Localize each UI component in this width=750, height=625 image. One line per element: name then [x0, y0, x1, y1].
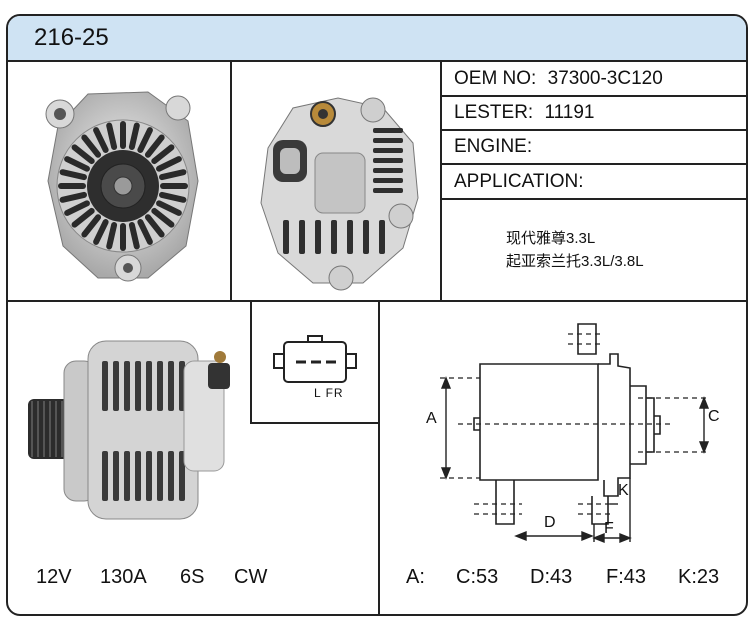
- divider-connector-left: [250, 300, 252, 422]
- engine-label: ENGINE:: [454, 136, 533, 157]
- oem-row: OEM NO: 37300-3C120: [454, 68, 663, 90]
- divider-middle: [8, 300, 746, 302]
- alternator-front-photo: [45, 91, 199, 282]
- dim-label-k: K: [618, 482, 629, 499]
- divider-info: [440, 60, 442, 300]
- spec-amperage: 130A: [100, 566, 147, 588]
- dimension-drawing: [440, 323, 710, 544]
- lester-label: LESTER:: [454, 102, 534, 123]
- oem-value: 37300-3C120: [547, 68, 663, 89]
- divider-application: [440, 198, 746, 200]
- header-bar: 216-25: [8, 16, 746, 62]
- part-code: 216-25: [34, 24, 109, 51]
- application-item: 起亚索兰托3.3L/3.8L: [506, 253, 644, 270]
- dim-value-c: C:53: [456, 566, 499, 588]
- connector-label: L FR: [314, 386, 344, 400]
- spec-pulley: 6S: [180, 566, 205, 588]
- connector-diagram: [273, 335, 357, 383]
- lester-value: 11191: [544, 102, 595, 123]
- dim-label-c: C: [708, 408, 720, 425]
- dim-label-d: D: [544, 514, 556, 531]
- engine-row: ENGINE:: [454, 136, 532, 158]
- dim-value-f: F:43: [606, 566, 647, 588]
- spec-voltage: 12V: [36, 566, 72, 588]
- divider-photo-1: [230, 60, 232, 300]
- application-row: APPLICATION:: [454, 171, 584, 193]
- alternator-side-photo: [28, 340, 230, 520]
- divider-drawing: [378, 300, 380, 614]
- application-item: 现代雅尊3.3L: [506, 230, 596, 247]
- dim-value-a: A:: [406, 566, 425, 588]
- divider-engine: [440, 163, 746, 165]
- divider-connector-bottom: [250, 422, 378, 424]
- spec-sheet: 216-25 OEM NO: 37300-3C120 LESTER: 11191…: [6, 14, 748, 616]
- alternator-rear-photo: [260, 97, 419, 291]
- divider-oem: [440, 95, 746, 97]
- lester-row: LESTER: 11191: [454, 102, 595, 124]
- dim-value-d: D:43: [530, 566, 573, 588]
- application-label: APPLICATION:: [454, 171, 584, 192]
- dim-value-k: K:23: [678, 566, 720, 588]
- oem-label: OEM NO:: [454, 68, 537, 89]
- dim-label-a: A: [426, 410, 437, 427]
- divider-lester: [440, 129, 746, 131]
- dim-label-f: F: [604, 520, 614, 537]
- spec-rotation: CW: [234, 566, 268, 588]
